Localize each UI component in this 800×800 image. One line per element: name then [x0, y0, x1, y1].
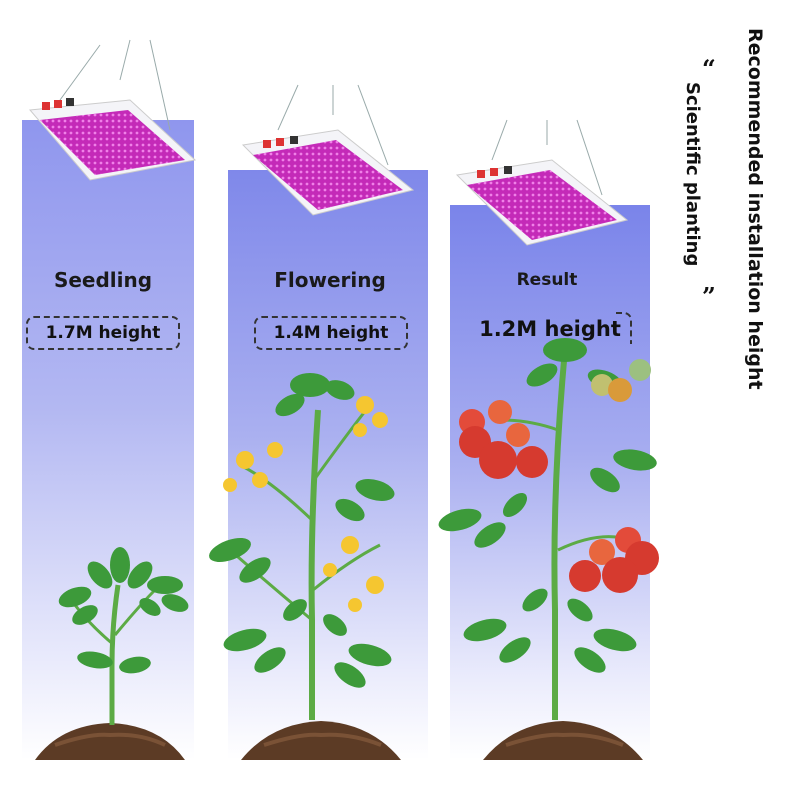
- grow-light-panel-1: [28, 39, 197, 181]
- soil-mound-2: [241, 721, 401, 760]
- grow-light-panel-2: [241, 84, 415, 216]
- quote-close-mark: ”: [702, 282, 716, 311]
- stage-label-seedling: Seedling: [53, 268, 153, 292]
- height-tag-result: 1.2M height: [479, 317, 621, 341]
- light-beam-seedling: [22, 120, 194, 760]
- tomato-plant: [438, 338, 659, 720]
- stage-label-result: Result: [516, 270, 578, 290]
- soil-mound-1: [35, 723, 185, 760]
- side-title: Recommended installation height: [744, 28, 766, 390]
- quote-open-mark: “: [702, 54, 716, 83]
- height-tag-flowering: 1.4M height: [254, 316, 408, 350]
- grow-light-panel-3: [455, 119, 629, 246]
- height-tag-result-wrap: 1.2M height: [472, 312, 632, 348]
- soil-mound-3: [483, 721, 643, 760]
- seedling-plant: [58, 547, 189, 725]
- flowering-plant: [209, 373, 395, 720]
- side-subtitle: Scientific planting: [682, 82, 703, 267]
- height-tag-seedling: 1.7M height: [26, 316, 180, 350]
- stage-label-flowering: Flowering: [274, 268, 386, 292]
- height-tag-result-corner: [616, 312, 632, 344]
